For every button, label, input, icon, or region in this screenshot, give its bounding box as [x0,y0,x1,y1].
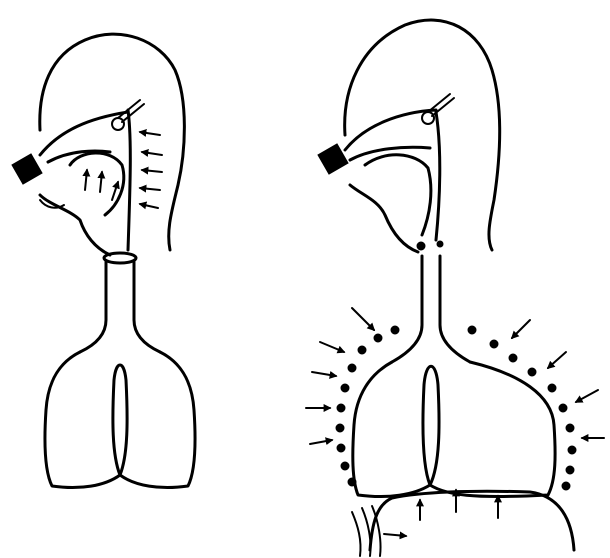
left-mouth-arrows [85,170,118,200]
left-trachea-ring [104,253,136,263]
arrow-icon [140,204,158,208]
muscle-dot [559,404,567,412]
arrow-icon [512,320,530,338]
left-trachea [80,262,160,352]
muscle-dot [566,424,574,432]
arrow-icon [548,352,566,368]
left-throat-arrows [140,132,162,208]
right-trachea [392,256,470,362]
muscle-dot [374,334,382,342]
muscle-dot [568,446,576,454]
right-lung-arrows [306,308,604,444]
arrow-icon [142,170,162,172]
right-panel [306,20,604,556]
muscle-dot [341,384,349,392]
arrow-icon [576,390,598,402]
muscle-dot [337,444,345,452]
muscle-dot [348,478,356,486]
muscle-dot [490,340,498,348]
muscle-dot [391,326,399,334]
arrow-icon [142,152,162,155]
arrow-icon [100,172,102,192]
arrow-icon [312,372,336,376]
muscle-dot [348,364,356,372]
muscle-dot [528,368,536,376]
arrow-icon [384,534,406,536]
arrow-icon [140,132,160,135]
nozzle-icon [318,144,348,174]
arrow-icon [310,440,332,444]
muscle-dot [468,326,476,334]
muscle-dot [566,466,574,474]
motion-line [352,512,361,556]
right-neck-dot [417,242,425,250]
right-neck-back [436,112,440,240]
left-lung-outline [45,352,195,488]
muscle-dot [548,384,556,392]
right-abdomen [370,491,574,550]
muscle-dot [509,354,517,362]
right-jaw [350,185,418,252]
right-mouth [365,155,431,235]
right-tube-ring [422,112,434,124]
left-head-outline [40,34,185,250]
arrow-icon [352,308,374,330]
muscle-dot [337,404,345,412]
left-lung-divider [113,365,127,475]
right-lung-divider [423,366,439,485]
muscle-dot [358,346,366,354]
arrow-icon [112,182,118,200]
left-tube-ring [112,118,124,130]
left-jaw [40,195,110,255]
muscle-dot [336,424,344,432]
left-panel [12,34,195,487]
right-lung-outline [353,362,555,497]
muscle-dot [562,482,570,490]
muscle-dot [341,462,349,470]
left-neck-back [128,110,130,250]
arrow-icon [320,342,344,352]
arrow-icon [85,170,87,190]
arrow-icon [140,188,160,190]
right-head-outline [345,20,500,250]
nozzle-icon [12,154,42,184]
right-neck-dot [437,241,443,247]
left-tongue [70,153,124,215]
right-muscle-dots [336,326,576,490]
